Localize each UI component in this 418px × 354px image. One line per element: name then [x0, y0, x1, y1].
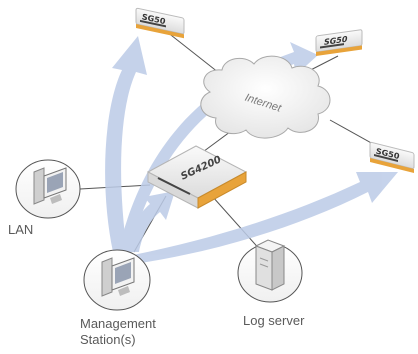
- log-server-label: Log server: [243, 313, 305, 328]
- firewall-appliance-icon: [157, 177, 191, 195]
- firewall-appliance-icon: [140, 19, 166, 28]
- management-arrows: [105, 36, 398, 264]
- arrow-to-central: [126, 191, 175, 252]
- lan-workstation: [15, 159, 81, 219]
- arrow-to-top-left: [105, 36, 147, 252]
- arrow-to-top-right: [118, 42, 318, 252]
- firewall-appliance-icon: [320, 43, 344, 49]
- lan-label: LAN: [8, 222, 34, 237]
- log-server: [237, 239, 303, 303]
- sg50-appliance-top-right: SG50: [315, 29, 363, 56]
- management-label-line2: Station(s): [80, 332, 136, 347]
- workstation-icon: [33, 167, 67, 205]
- device-label: SG50: [324, 35, 348, 47]
- workstation-icon: [101, 257, 135, 297]
- sg4200-appliance: SG4200: [146, 145, 248, 209]
- cloud-icon: Internet: [200, 55, 331, 139]
- management-workstation: [83, 249, 151, 311]
- sg50-appliance-right: SG50: [369, 141, 415, 173]
- arrow-to-right: [128, 172, 398, 264]
- firewall-appliance-icon: [374, 153, 398, 162]
- server-icon: [254, 239, 286, 291]
- management-label-line1: Management: [80, 316, 156, 331]
- link-central-to-log: [211, 195, 263, 253]
- sg50-appliance-top-left: SG50: [135, 7, 185, 39]
